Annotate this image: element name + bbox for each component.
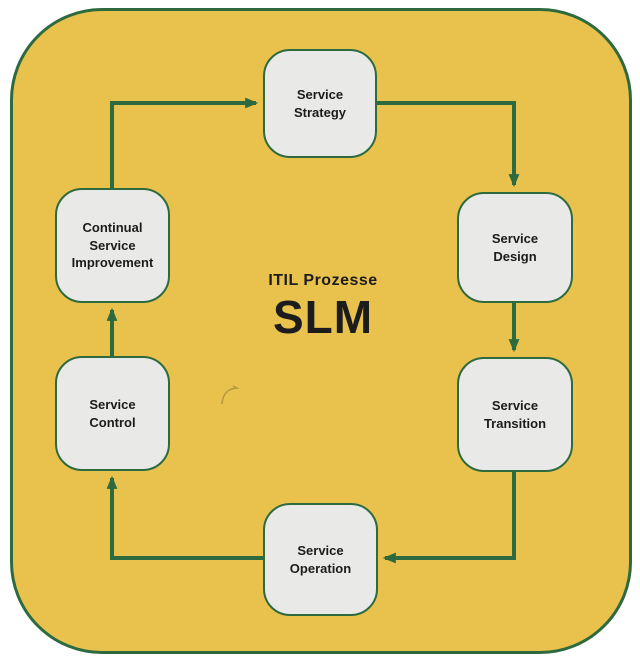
node-continual-service-improvement: Continual Service Improvement	[55, 188, 170, 303]
diagram-center-text: ITIL Prozesse SLM	[223, 272, 423, 340]
node-label: Service Design	[491, 230, 539, 264]
node-label: Service Operation	[289, 542, 352, 576]
diagram-subtitle: ITIL Prozesse	[268, 272, 378, 289]
node-service-design: Service Design	[457, 192, 573, 303]
node-label: Continual Service Improvement	[71, 220, 154, 271]
node-service-control: Service Control	[55, 356, 170, 471]
node-label: Service Transition	[483, 397, 547, 431]
node-service-operation: Service Operation	[263, 503, 378, 616]
diagram-title: SLM	[272, 291, 374, 343]
node-service-strategy: Service Strategy	[263, 49, 377, 158]
node-service-transition: Service Transition	[457, 357, 573, 472]
node-label: Service Strategy	[293, 86, 347, 120]
node-label: Service Control	[89, 396, 136, 430]
